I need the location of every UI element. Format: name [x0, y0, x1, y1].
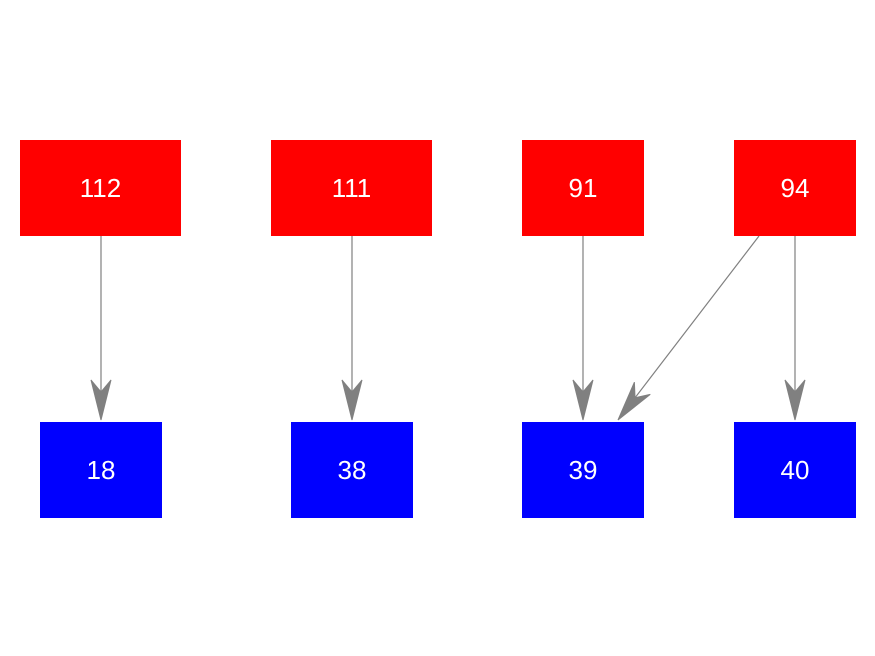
edge-94-to-40 [784, 236, 806, 421]
node-label: 112 [80, 173, 121, 203]
node-box [734, 140, 856, 236]
node-18: 18 [40, 422, 162, 518]
node-38: 38 [291, 422, 413, 518]
node-label: 39 [569, 455, 598, 485]
node-box [20, 140, 181, 236]
edge-112-to-18 [90, 236, 112, 421]
node-94: 94 [734, 140, 856, 236]
node-box [291, 422, 413, 518]
edges-layer [90, 235, 806, 421]
node-label: 91 [569, 173, 598, 203]
node-112: 112 [20, 140, 181, 236]
node-label: 111 [332, 173, 372, 203]
arrowhead-icon [617, 381, 651, 421]
node-111: 111 [271, 140, 432, 236]
node-box [40, 422, 162, 518]
nodes-layer: 112 111 91 94 18 38 39 40 [20, 140, 856, 518]
node-box [522, 140, 644, 236]
edge-111-to-38 [341, 236, 363, 421]
arrowhead-icon [572, 379, 594, 421]
node-40: 40 [734, 422, 856, 518]
node-label: 94 [781, 173, 810, 203]
arrowhead-icon [784, 379, 806, 421]
node-label: 40 [781, 455, 810, 485]
node-box [734, 422, 856, 518]
node-label: 38 [338, 455, 367, 485]
arrowhead-icon [90, 379, 112, 421]
node-box [522, 422, 644, 518]
node-91: 91 [522, 140, 644, 236]
node-39: 39 [522, 422, 644, 518]
edge-line [634, 235, 760, 399]
node-box [271, 140, 432, 236]
node-label: 18 [87, 455, 116, 485]
arrowhead-icon [341, 379, 363, 421]
edge-94-to-39 [617, 235, 760, 421]
edge-91-to-39 [572, 236, 594, 421]
